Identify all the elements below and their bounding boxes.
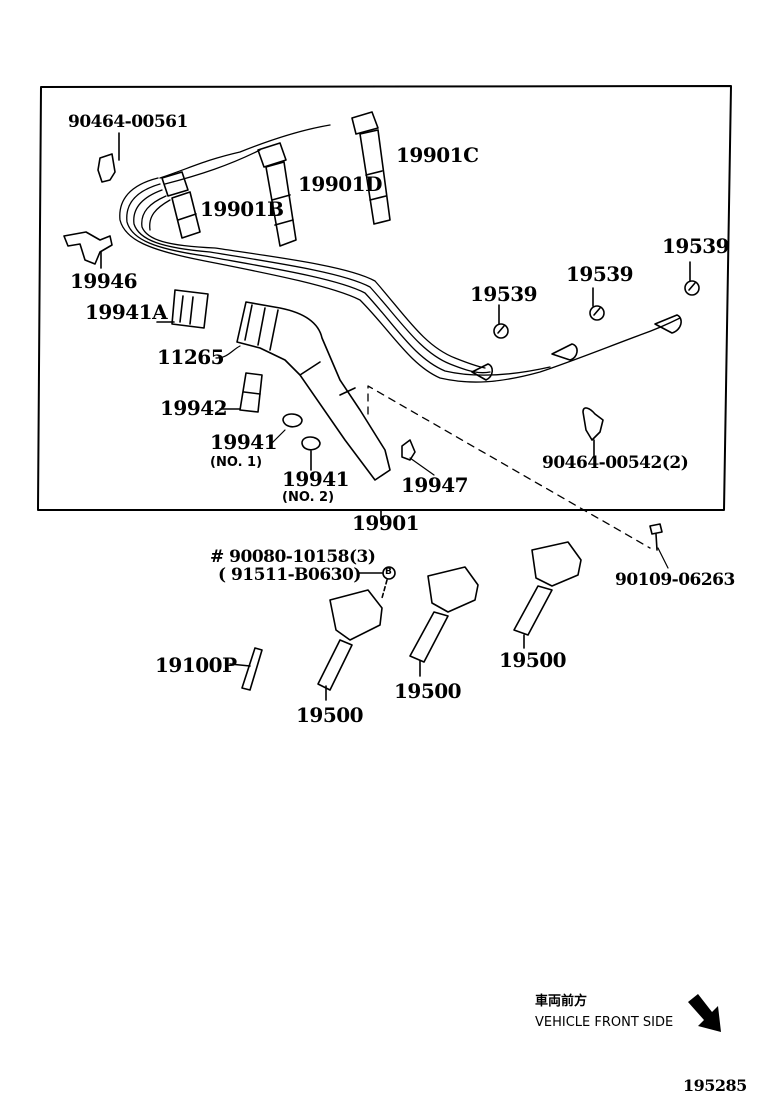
note-clamp-19941-no1: (NO. 1) [210,455,263,470]
cord-upper-2 [164,149,261,185]
figure-number: 195285 [683,1076,747,1095]
label-bolt-90080-10158: # 90080-10158(3) [210,547,376,567]
label-holder-19942: 19942 [160,396,228,420]
label-protector-11265: 11265 [157,345,225,369]
label-cord-19901c: 19901C [396,143,479,167]
label-ignition-coil-19500-2: 19500 [394,679,462,703]
cord-end-2 [551,343,578,361]
label-clamp-19947: 19947 [401,473,469,497]
arrow-down-right-icon [688,994,721,1032]
clamp-19941-no1 [282,413,303,428]
clamp-90464-00561 [97,153,116,183]
label-grommet-19539-3: 19539 [662,234,730,258]
label-ignition-coil-19500-1: 19500 [296,703,364,727]
marker-b-label: B [385,567,392,577]
label-clamp-19941-no1: 19941 [210,430,278,454]
clamp-19941a [171,289,209,329]
cord-bundle [119,177,681,383]
ignition-coil-19500-1 [317,589,383,701]
legend-vehicle-front-side: VEHICLE FRONT SIDE [535,1015,674,1030]
label-bolt-91511-b0630: ( 91511-B0630) [218,565,361,585]
plug-boot-19901d [257,142,297,247]
cord-end-1 [471,363,494,381]
label-cord-19901d: 19901D [298,172,382,196]
plug-boot-19901b [161,171,201,239]
label-clamp-90464-00561: 90464-00561 [68,112,188,132]
cord-end-3 [654,314,682,334]
clamp-19947 [401,439,416,461]
label-spark-plug-19100p: 19100P [155,653,237,677]
clamp-19941-no2 [301,436,321,451]
dashed-leader [367,385,651,549]
ignition-coil-19500-3 [513,541,582,649]
note-clamp-19941-no2: (NO. 2) [282,490,335,505]
marker-b-circle [382,566,396,580]
protector-11265 [236,301,391,481]
label-cord-19901b: 19901B [200,197,284,221]
grommet-19539-2 [589,287,605,321]
spark-plug-19100p [229,647,263,691]
ignition-coil-19500-2 [409,566,479,677]
label-assembly-19901: 19901 [352,511,420,535]
label-clamp-90464-00542: 90464-00542(2) [542,453,689,473]
assembly-frame [37,85,732,511]
label-bracket-19946: 19946 [70,269,138,293]
cord-upper-1 [159,124,331,179]
holder-19942 [239,372,263,413]
label-clamp-19941a: 19941A [85,300,168,324]
plug-boot-19901c [351,111,391,225]
label-clamp-19941-no2: 19941 [282,467,350,491]
label-grommet-19539-1: 19539 [470,282,538,306]
label-grommet-19539-2: 19539 [566,262,634,286]
legend-japanese: 車両前方 [535,994,588,1009]
bolt-90109-06263 [649,523,669,569]
label-ignition-coil-19500-3: 19500 [499,648,567,672]
label-bolt-90109-06263: 90109-06263 [615,570,735,590]
bracket-19946 [63,231,113,265]
grommet-19539-3 [684,261,700,296]
clamp-90464-00542 [582,407,604,441]
grommet-19539-1 [493,304,509,339]
